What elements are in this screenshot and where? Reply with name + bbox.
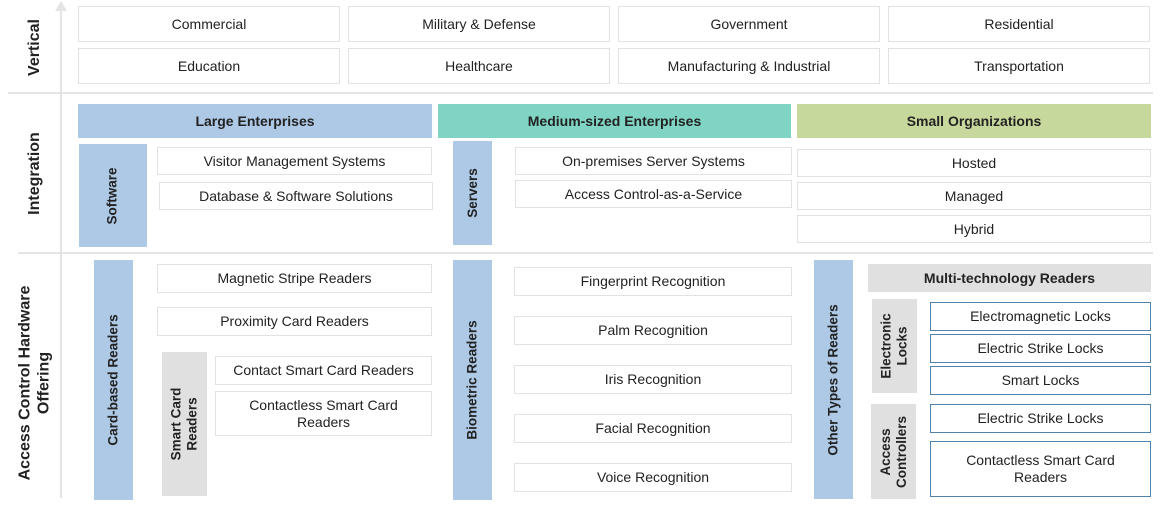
electronic-locks-label-line1: Electronic xyxy=(878,313,894,379)
hardware-label-line2: Offering xyxy=(35,351,53,415)
sidebar-card-based-readers: Card-based Readers xyxy=(94,260,133,500)
vertical-item[interactable]: Transportation xyxy=(888,48,1150,84)
header-medium-enterprises: Medium-sized Enterprises xyxy=(438,104,791,138)
integration-item[interactable]: Access Control-as-a-Service xyxy=(515,180,792,208)
sidebar-servers: Servers xyxy=(453,141,492,245)
sidebar-other-types-of-readers: Other Types of Readers xyxy=(814,260,853,499)
integration-item[interactable]: Visitor Management Systems xyxy=(157,147,432,175)
hardware-item[interactable]: Iris Recognition xyxy=(514,365,792,394)
axis-arrow-icon xyxy=(55,1,67,11)
vertical-item[interactable]: Government xyxy=(618,6,880,42)
row-divider-1 xyxy=(8,92,1153,94)
smart-card-label-line1: Smart Card xyxy=(168,387,184,461)
header-small-organizations: Small Organizations xyxy=(797,104,1151,138)
hardware-item[interactable]: Fingerprint Recognition xyxy=(514,267,792,296)
row-label-vertical: Vertical xyxy=(25,18,43,76)
hardware-item[interactable]: Contactless Smart Card Readers xyxy=(215,391,432,436)
hardware-item[interactable]: Voice Recognition xyxy=(514,463,792,492)
hardware-item[interactable]: Contact Smart Card Readers xyxy=(215,356,432,385)
hardware-item[interactable]: Palm Recognition xyxy=(514,316,792,345)
lock-item[interactable]: Electric Strike Locks xyxy=(930,334,1151,363)
header-large-enterprises: Large Enterprises xyxy=(78,104,432,138)
row-label-integration: Integration xyxy=(25,131,43,215)
header-multi-technology-readers: Multi-technology Readers xyxy=(868,264,1151,292)
integration-item[interactable]: On-premises Server Systems xyxy=(515,147,792,175)
vertical-item[interactable]: Healthcare xyxy=(348,48,610,84)
controller-item[interactable]: Contactless Smart Card Readers xyxy=(930,441,1151,497)
smart-card-label-line2: Readers xyxy=(184,397,200,451)
controller-item[interactable]: Electric Strike Locks xyxy=(930,404,1151,433)
vertical-item[interactable]: Manufacturing & Industrial xyxy=(618,48,880,84)
access-controllers-label-line1: Access xyxy=(877,427,893,476)
integration-item[interactable]: Database & Software Solutions xyxy=(159,182,433,210)
hardware-item[interactable]: Facial Recognition xyxy=(514,414,792,443)
integration-item[interactable]: Hosted xyxy=(797,149,1151,177)
integration-item[interactable]: Hybrid xyxy=(797,215,1151,243)
vertical-item[interactable]: Residential xyxy=(888,6,1150,42)
sidebar-biometric-readers: Biometric Readers xyxy=(453,260,492,500)
sidebar-software: Software xyxy=(79,144,147,247)
hardware-label-line1: Access Control Hardware xyxy=(16,285,34,481)
hardware-item[interactable]: Magnetic Stripe Readers xyxy=(157,264,432,293)
row-divider-2 xyxy=(18,252,1153,254)
lock-item[interactable]: Electromagnetic Locks xyxy=(930,302,1151,331)
hardware-item[interactable]: Proximity Card Readers xyxy=(157,307,432,336)
vertical-item[interactable]: Education xyxy=(78,48,340,84)
integration-item[interactable]: Managed xyxy=(797,182,1151,210)
vertical-item[interactable]: Commercial xyxy=(78,6,340,42)
electronic-locks-label-line2: Locks xyxy=(894,326,910,366)
access-controllers-label-line2: Controllers xyxy=(893,415,909,488)
vertical-item[interactable]: Military & Defense xyxy=(348,6,610,42)
lock-item[interactable]: Smart Locks xyxy=(930,366,1151,395)
